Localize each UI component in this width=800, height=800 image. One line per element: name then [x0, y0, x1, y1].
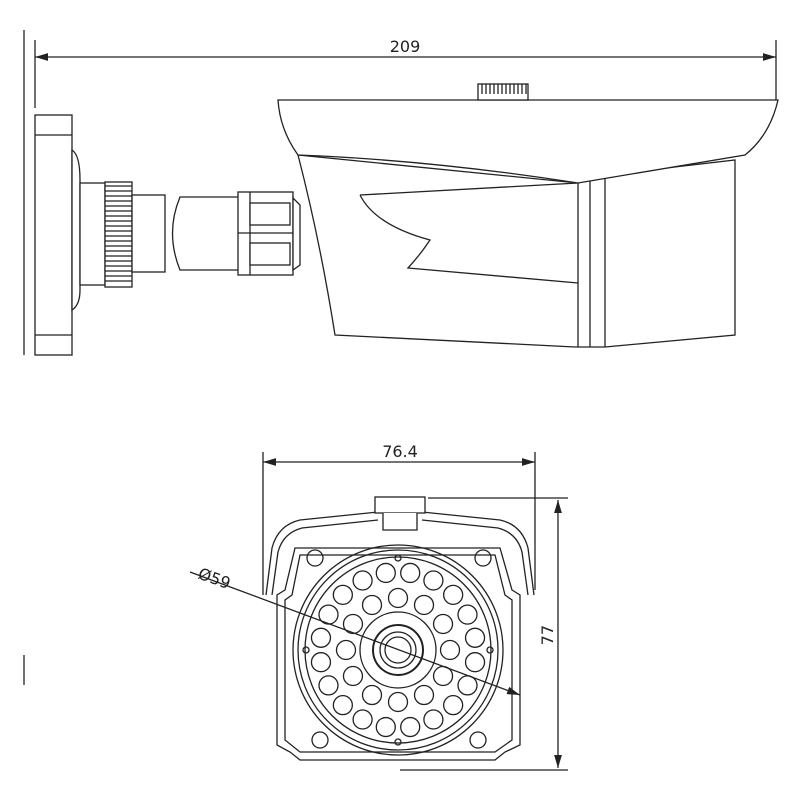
lens: [372, 624, 424, 676]
front-view: 76.4 77 Ø59: [23, 442, 568, 771]
ir-led: [332, 695, 353, 716]
ir-led: [432, 613, 454, 635]
ir-led: [423, 709, 444, 730]
height-label: 77: [538, 625, 557, 645]
ir-led: [413, 684, 435, 706]
ir-led: [387, 587, 409, 609]
ir-led: [443, 695, 464, 716]
ir-led: [400, 562, 421, 584]
adjust-knob: [374, 496, 426, 514]
ir-led: [310, 652, 332, 673]
side-view: 209: [23, 30, 779, 356]
ir-led: [439, 639, 461, 661]
ir-led: [352, 709, 373, 730]
ir-led: [342, 665, 364, 687]
ir-led: [423, 570, 444, 591]
wall-mount-plate: [34, 114, 81, 356]
ir-led: [342, 613, 364, 635]
diameter-dimension-line: [189, 571, 521, 696]
ir-led: [413, 594, 435, 616]
bracket-arm: [79, 181, 301, 288]
width-label: 76.4: [382, 442, 418, 461]
ir-led: [464, 652, 486, 673]
housing-front: [276, 547, 521, 761]
ir-led: [387, 691, 409, 713]
ir-led: [318, 675, 339, 696]
length-label: 209: [390, 37, 421, 56]
ir-led: [361, 594, 383, 616]
lens-ring: [359, 611, 437, 689]
camera-body: [277, 83, 779, 348]
ir-led: [335, 639, 357, 661]
ir-led: [464, 627, 486, 648]
ir-led: [457, 604, 478, 625]
diameter-label: Ø59: [196, 564, 233, 593]
ir-led: [443, 584, 464, 605]
ir-led-array: [310, 562, 486, 738]
ir-led: [310, 627, 332, 648]
ir-led: [361, 684, 383, 706]
ir-led: [332, 584, 353, 605]
ir-led: [375, 562, 396, 584]
ir-led: [352, 570, 373, 591]
ir-led: [375, 716, 396, 738]
ir-led: [400, 716, 421, 738]
corner-screws: [306, 549, 492, 749]
